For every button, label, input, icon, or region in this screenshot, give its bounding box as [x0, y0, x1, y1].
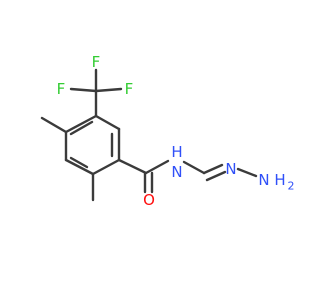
molecule-drawing: F F F H N O N N H 2: [40, 53, 295, 209]
ring-bond-3: [91, 158, 121, 176]
molecule-structure: F F F H N O N N H 2: [40, 53, 295, 209]
atom-h2-subscript: 2: [288, 180, 295, 193]
bond-cf3-f-right: [94, 87, 123, 93]
bond-ring-carbonyl: [117, 158, 148, 175]
bond-n-n: [236, 167, 258, 178]
bond-methyl-left: [40, 116, 68, 134]
bond-n-ch: [182, 160, 206, 175]
atom-labels: F F F H N O N N H 2: [57, 53, 295, 209]
ring-double-inner-2: [69, 156, 89, 169]
ring-double-inner-3: [69, 120, 94, 136]
bond-cf3-f-left: [69, 87, 98, 93]
atom-f-left: F: [57, 80, 66, 98]
atom-n-terminal: N: [258, 171, 269, 189]
ring-bond-4: [64, 158, 95, 176]
bonds: [40, 68, 258, 202]
atom-h-terminal: H: [274, 171, 285, 189]
atom-f-right: F: [125, 80, 134, 98]
bond-ch-n-double-1: [202, 163, 224, 175]
atom-o-carbonyl: O: [143, 191, 155, 209]
atom-f-top: F: [92, 53, 101, 71]
ring-bond-6: [64, 114, 98, 134]
atom-n-imine: N: [225, 160, 236, 178]
bond-carbonyl-n: [144, 159, 170, 175]
bond-ch-n-double-2: [205, 170, 227, 182]
ring-bond-1: [94, 114, 121, 131]
atom-n-amide: N: [171, 163, 182, 181]
atom-h-amide: H: [171, 143, 182, 161]
